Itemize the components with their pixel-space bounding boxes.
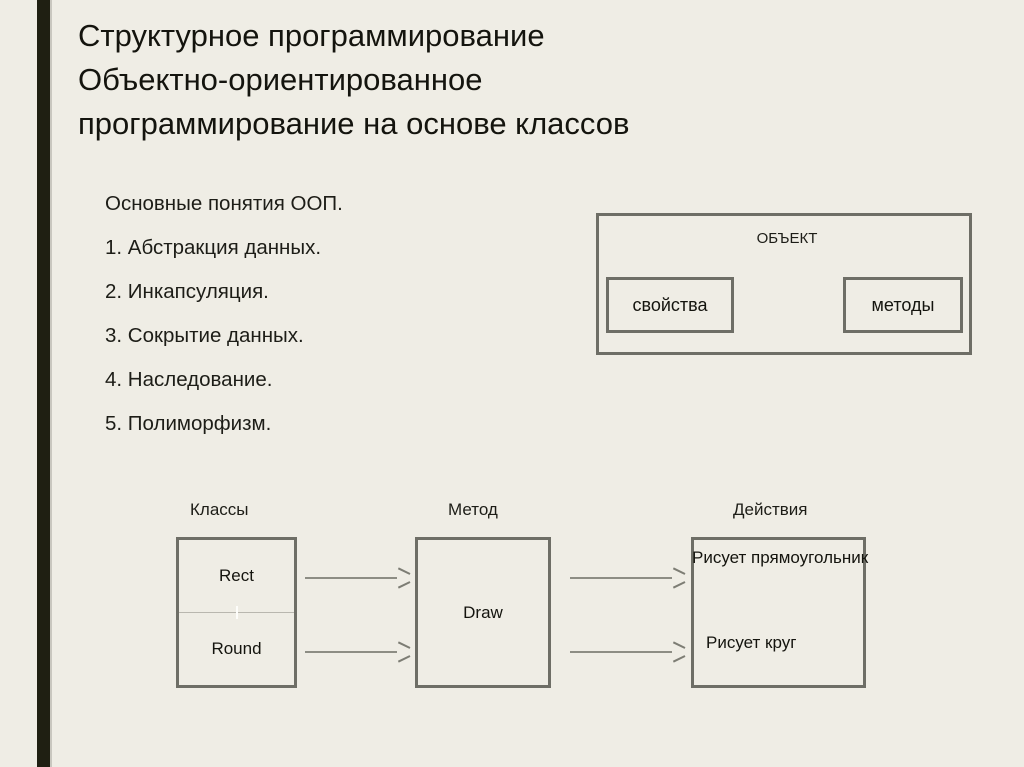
title-line-2: Объектно-ориентированное: [78, 62, 483, 97]
object-methods-box: методы: [843, 277, 963, 333]
slide-title: Структурное программирование Объектно-ор…: [78, 14, 958, 146]
list-item: 3. Сокрытие данных.: [105, 324, 304, 347]
arrow-head-icon: [397, 571, 409, 585]
class-rect-label: Rect: [219, 566, 254, 585]
arrow-shaft: [570, 651, 672, 653]
left-accent-bar: [37, 0, 50, 767]
oop-concepts-list: Основные понятия ООП. 1. Абстракция данн…: [105, 182, 575, 446]
classes-divider-tick: [236, 606, 238, 619]
flow-header-actions: Действия: [733, 500, 808, 519]
list-item: 5. Полиморфизм.: [105, 412, 272, 435]
method-draw-label: Draw: [463, 602, 503, 622]
arrow-head-icon: [672, 645, 684, 659]
list-item: Основные понятия ООП.: [105, 192, 343, 215]
arrow-rect-to-draw: [305, 571, 409, 585]
title-line-1: Структурное программирование: [78, 18, 545, 53]
title-line-3: программирование на основе классов: [78, 106, 630, 141]
arrow-round-to-draw: [305, 645, 409, 659]
arrow-head-icon: [672, 571, 684, 585]
flow-header-classes: Классы: [190, 500, 249, 519]
object-methods-label: методы: [871, 294, 935, 315]
list-item: 1. Абстракция данных.: [105, 236, 322, 259]
object-diagram-box: ОБЪЕКТ свойства методы: [596, 213, 972, 355]
object-properties-box: свойства: [606, 277, 734, 333]
arrow-shaft: [305, 577, 397, 579]
class-round-label: Round: [211, 639, 262, 658]
arrow-shaft: [305, 651, 397, 653]
list-item: 4. Наследование.: [105, 368, 273, 391]
action-draw-circle: Рисует круг: [706, 633, 797, 652]
action-draw-rectangle: Рисует прямоугольник: [692, 548, 869, 567]
object-properties-label: свойства: [632, 294, 708, 315]
arrow-head-icon: [397, 645, 409, 659]
object-diagram-title: ОБЪЕКТ: [756, 230, 818, 247]
method-box: Draw: [415, 537, 551, 688]
flow-header-method: Метод: [448, 500, 498, 519]
arrow-shaft: [570, 577, 672, 579]
actions-box: Рисует прямоугольник Рисует круг: [691, 537, 868, 688]
arrow-draw-to-circle-action: [570, 645, 684, 659]
arrow-draw-to-rectangle-action: [570, 571, 684, 585]
left-accent-bar-edge: [50, 0, 52, 767]
method-draw-label-wrap: Draw: [418, 540, 548, 685]
class-cell-round: Round: [179, 613, 294, 685]
class-cell-rect: Rect: [179, 540, 294, 612]
list-item: 2. Инкапсуляция.: [105, 280, 269, 303]
classes-box: Rect Round: [176, 537, 297, 688]
